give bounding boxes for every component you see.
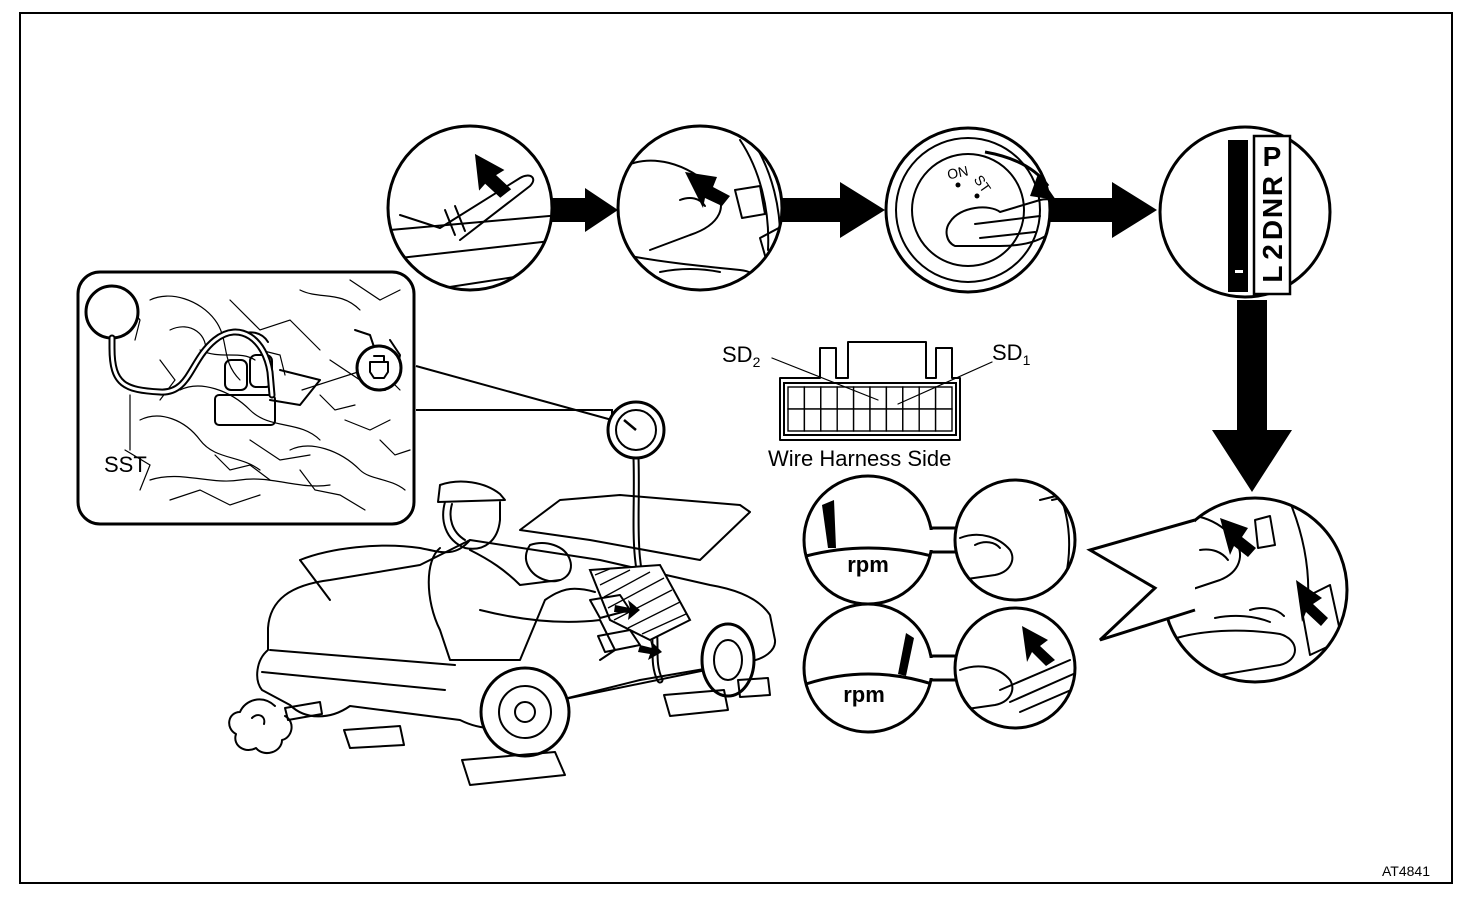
connector-terminal xyxy=(787,386,806,410)
steering-wheel xyxy=(525,542,572,583)
arrow-right-icon xyxy=(775,182,885,238)
pedal-view-bottom xyxy=(953,606,1077,730)
wheel-chock xyxy=(343,725,405,749)
figure-code: AT4841 xyxy=(1382,863,1430,879)
connector-terminal xyxy=(885,386,904,410)
arrow-down-right-icon xyxy=(1022,626,1055,666)
connector-terminal xyxy=(836,386,855,410)
engine-inset: SST xyxy=(76,270,416,526)
shift-d-label: D xyxy=(1257,220,1288,240)
arrow-right-icon xyxy=(545,188,618,232)
rpm-bottom-label: rpm xyxy=(843,682,885,707)
technician-cap xyxy=(437,480,506,503)
connector-terminal xyxy=(902,408,920,432)
front-wheel xyxy=(700,622,756,698)
sd1-label: SD1 xyxy=(992,340,1031,368)
callout-pointer xyxy=(1086,518,1196,642)
arrow-down-right-icon xyxy=(1296,580,1328,626)
shift-p-label: P xyxy=(1263,141,1282,172)
connector-terminal xyxy=(869,408,888,432)
shift-l-label: L xyxy=(1257,265,1288,282)
leader-line xyxy=(415,365,613,421)
step-parking-brake xyxy=(386,124,554,292)
connector-terminal xyxy=(803,386,822,410)
arrow-down-right-icon xyxy=(1220,518,1256,557)
rpm-top-label: rpm xyxy=(847,552,889,577)
shift-indicator-bar xyxy=(1228,140,1248,292)
sd2-label: SD2 xyxy=(722,342,761,370)
tach-needle-high xyxy=(898,633,914,676)
pressure-port-fitting xyxy=(355,344,403,392)
vehicle-stall-test xyxy=(228,480,777,786)
step-foot-brake xyxy=(616,124,784,292)
connector-terminal xyxy=(852,386,871,410)
wheel-chock xyxy=(461,751,566,786)
rpm-pair-top: rpm xyxy=(802,474,1077,606)
connector-terminal xyxy=(852,408,871,432)
arrow-down-right-icon xyxy=(685,172,730,208)
wheel-chock xyxy=(663,689,729,717)
arrow-up-icon xyxy=(474,153,512,198)
tachometer-bottom xyxy=(802,602,934,734)
rotate-arrow-icon xyxy=(1030,174,1056,200)
connector-terminal xyxy=(836,408,855,432)
connector-terminal xyxy=(918,408,937,432)
pressure-gauge-inset xyxy=(84,284,140,340)
sst-label: SST xyxy=(104,452,147,477)
shift-gate xyxy=(1252,134,1292,296)
connector-terminal xyxy=(934,386,953,410)
wire-harness-side-label: Wire Harness Side xyxy=(768,446,951,471)
connector-terminal-grid xyxy=(787,386,953,432)
connector-terminal xyxy=(820,386,838,410)
ignition-on-label: ON xyxy=(946,162,970,182)
rear-wheel xyxy=(479,666,571,758)
shift-n-label: N xyxy=(1257,198,1288,218)
step-ignition-start: ON ST xyxy=(884,126,1056,294)
leader-line xyxy=(416,409,613,434)
diagram-frame xyxy=(19,12,1453,884)
exhaust-smoke xyxy=(228,698,293,755)
tachometer-top xyxy=(802,474,934,606)
arrow-right-icon xyxy=(1045,182,1157,238)
shift-r-label: R xyxy=(1257,176,1288,196)
pedal-view-top xyxy=(953,478,1077,602)
connector-terminal xyxy=(934,408,953,432)
tach-needle-low xyxy=(822,500,836,548)
step-shift-position: P R N D 2 L xyxy=(1158,125,1332,299)
arrow-down-icon xyxy=(1212,300,1292,492)
wheel-chock xyxy=(737,677,771,698)
shift-2-label: 2 xyxy=(1257,244,1288,260)
arrow-right-icon xyxy=(614,600,640,620)
step-arrows xyxy=(545,182,1292,492)
connector-terminal xyxy=(820,408,838,432)
rpm-pair-bottom: rpm xyxy=(802,602,1077,734)
connector-terminal xyxy=(885,408,904,432)
arrow-right-icon xyxy=(638,640,662,660)
check-connector: SD2 SD1 Wire Harness Side xyxy=(722,340,1031,471)
connector-terminal xyxy=(803,408,822,432)
connector-terminal xyxy=(787,408,806,432)
